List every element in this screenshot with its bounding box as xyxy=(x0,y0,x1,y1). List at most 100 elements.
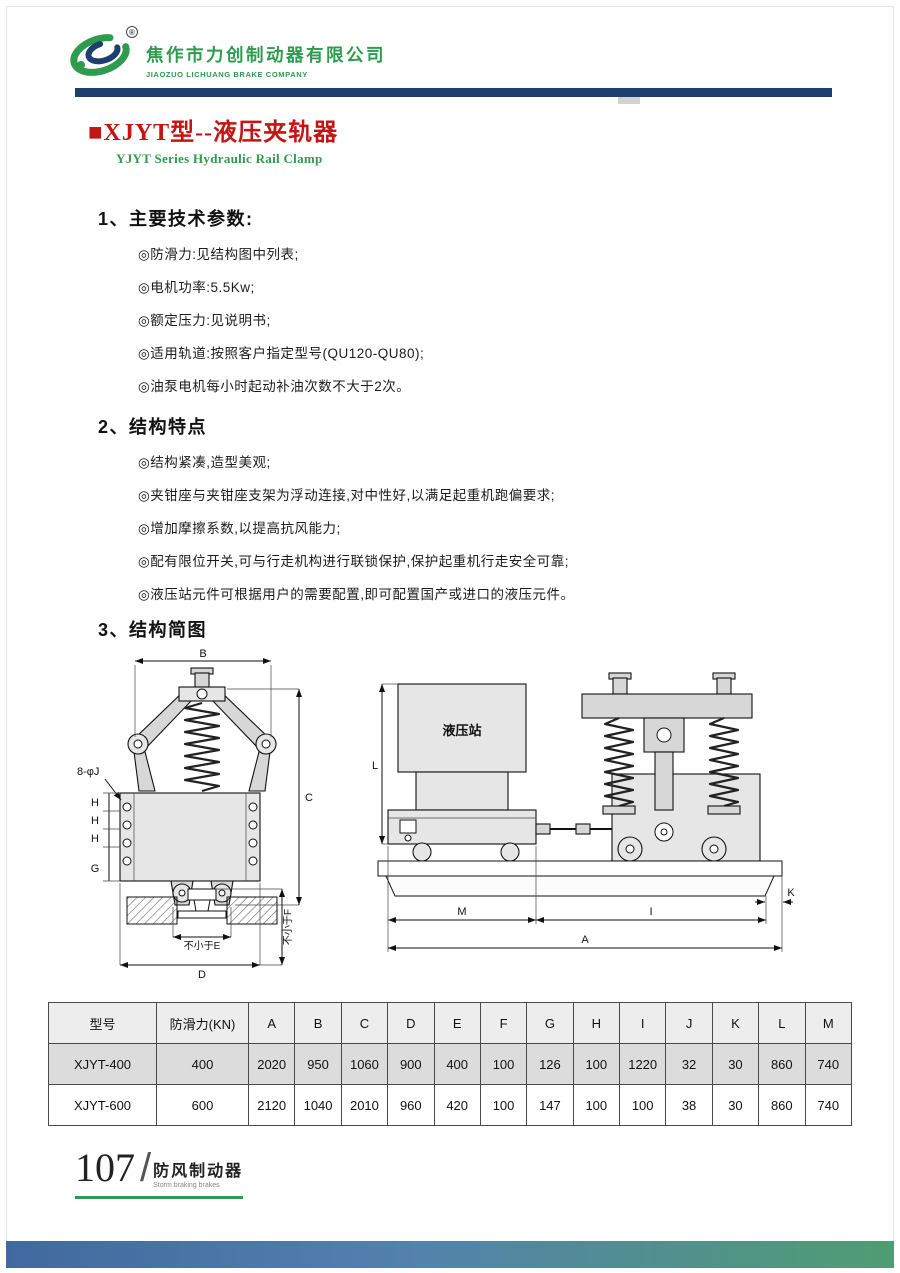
front-view-diagram: B C 8-φJ H H H G 不小于E D xyxy=(77,648,313,981)
dim-label-g: G xyxy=(91,863,100,875)
side-view-dimensions: L M I K A xyxy=(372,683,795,952)
table-cell: 32 xyxy=(665,1043,713,1085)
table-header-cell: I xyxy=(618,1002,667,1044)
company-name-en: JIAOZUO LICHUANG BRAKE COMPANY xyxy=(146,70,308,79)
hydraulic-station: 液压站 xyxy=(387,683,537,862)
feature-list: ◎结构紧凑,造型美观; ◎夹钳座与夹钳座支架为浮动连接,对中性好,以满足起重机跑… xyxy=(138,446,575,611)
footer-label-en: Storm braking brakes xyxy=(153,1182,220,1189)
table-cell: 420 xyxy=(433,1084,481,1126)
feature-item: ◎配有限位开关,可与行走机构进行联锁保护,保护起重机行走安全可靠; xyxy=(138,554,570,569)
table-cell: 860 xyxy=(758,1084,806,1126)
dim-label-h: H xyxy=(91,815,99,827)
table-cell: 100 xyxy=(572,1084,621,1126)
table-cell: 600 xyxy=(156,1084,249,1126)
dim-label-m: M xyxy=(457,906,466,918)
page-title-en: YJYT Series Hydraulic Rail Clamp xyxy=(116,151,323,166)
header-bar-notch xyxy=(618,97,640,104)
table-header-cell: M xyxy=(804,1002,852,1044)
table-header-cell: C xyxy=(340,1002,389,1044)
spec-item: ◎额定压力:见说明书; xyxy=(138,313,271,328)
feature-item: ◎增加摩擦系数,以提高抗风能力; xyxy=(138,521,341,536)
table-cell: 100 xyxy=(479,1084,528,1126)
rail-side-view xyxy=(377,860,783,897)
section-heading: 3、结构简图 xyxy=(98,620,208,640)
spec-item: ◎电机功率:5.5Kw; xyxy=(138,280,255,295)
header-divider-bar xyxy=(75,88,832,97)
clamp-side-assembly xyxy=(581,672,761,862)
table-cell: 860 xyxy=(758,1043,806,1085)
bottom-color-bar xyxy=(6,1241,894,1268)
logo-swirl xyxy=(70,34,130,76)
table-cell: 1060 xyxy=(340,1043,389,1085)
section-structure-diagram: 3、结构简图 xyxy=(98,616,207,642)
table-header-cell: G xyxy=(526,1002,574,1044)
table-header-cell: J xyxy=(665,1002,713,1044)
table-row: XJYT-600 600 2120 1040 2010 960 420 100 … xyxy=(48,1084,852,1126)
dim-label-holes: 8-φJ xyxy=(77,766,99,778)
table-cell: 38 xyxy=(665,1084,713,1126)
feature-item: ◎夹钳座与夹钳座支架为浮动连接,对中性好,以满足起重机跑偏要求; xyxy=(138,488,556,503)
dim-label-c: C xyxy=(305,792,313,804)
table-cell: 126 xyxy=(526,1043,574,1085)
section-structure-features: 2、结构特点 ◎结构紧凑,造型美观; ◎夹钳座与夹钳座支架为浮动连接,对中性好,… xyxy=(98,413,575,611)
table-cell: 740 xyxy=(804,1084,852,1126)
table-cell: 2120 xyxy=(247,1084,296,1126)
table-cell: 950 xyxy=(294,1043,342,1085)
table-cell: 400 xyxy=(156,1043,249,1085)
clamp-front-body xyxy=(119,792,261,906)
table-cell: 1040 xyxy=(294,1084,342,1126)
section-heading: 2、结构特点 xyxy=(98,417,208,437)
dim-label-l: L xyxy=(372,760,378,772)
table-header-cell: E xyxy=(433,1002,481,1044)
table-cell: 960 xyxy=(387,1084,435,1126)
dim-label-b: B xyxy=(199,648,206,660)
table-row: XJYT-400 400 2020 950 1060 900 400 100 1… xyxy=(48,1043,852,1085)
side-view-diagram: 液压站 xyxy=(372,672,795,952)
table-cell: 100 xyxy=(479,1043,528,1085)
table-cell: 147 xyxy=(526,1084,574,1126)
dimensions-table: 型号 防滑力(KN) A B C D E F G H I J K L M XJY… xyxy=(48,1002,852,1126)
dim-label-min-f: 不小于F xyxy=(282,909,294,945)
table-header-row: 型号 防滑力(KN) A B C D E F G H I J K L M xyxy=(48,1002,852,1044)
table-header-cell: 防滑力(KN) xyxy=(156,1002,249,1044)
company-name-cn: 焦作市力创制动器有限公司 xyxy=(146,45,386,65)
dim-label-d: D xyxy=(198,969,206,981)
table-cell: 740 xyxy=(804,1043,852,1085)
page-footer: 107 / 防风制动器 Storm braking brakes xyxy=(75,1145,243,1190)
table-cell: XJYT-400 xyxy=(48,1043,157,1085)
footer-labels: 防风制动器 Storm braking brakes xyxy=(153,1157,243,1189)
dim-label-h: H xyxy=(91,797,99,809)
table-cell: 1220 xyxy=(618,1043,667,1085)
dim-label-min-e: 不小于E xyxy=(184,940,221,952)
front-view-dimensions: B C 8-φJ H H H G 不小于E D xyxy=(77,648,313,981)
table-header-cell: A xyxy=(247,1002,296,1044)
spec-item: ◎防滑力:见结构图中列表; xyxy=(138,247,299,262)
hydraulic-station-label: 液压站 xyxy=(442,723,481,738)
hydraulic-hose xyxy=(535,823,613,835)
company-name-block: 焦作市力创制动器有限公司 JIAOZUO LICHUANG BRAKE COMP… xyxy=(146,42,386,79)
footer-underline xyxy=(75,1196,243,1199)
table-cell: 100 xyxy=(618,1084,667,1126)
page-number: 107 xyxy=(75,1145,135,1190)
spec-list: ◎防滑力:见结构图中列表; ◎电机功率:5.5Kw; ◎额定压力:见说明书; ◎… xyxy=(138,238,424,403)
feature-item: ◎液压站元件可根据用户的需要配置,即可配置国产或进口的液压元件。 xyxy=(138,587,575,602)
section-tech-params: 1、主要技术参数: ◎防滑力:见结构图中列表; ◎电机功率:5.5Kw; ◎额定… xyxy=(98,205,424,403)
feature-item: ◎结构紧凑,造型美观; xyxy=(138,455,271,470)
rail-cross-section xyxy=(126,888,278,925)
table-cell: 900 xyxy=(387,1043,435,1085)
title-block: ■XJYT型--液压夹轨器 YJYT Series Hydraulic Rail… xyxy=(88,112,338,167)
footer-divider: / xyxy=(140,1146,152,1190)
spec-item: ◎适用轨道:按照客户指定型号(QU120-QU80); xyxy=(138,346,425,361)
table-cell: 2010 xyxy=(340,1084,389,1126)
table-header-cell: H xyxy=(572,1002,621,1044)
clamp-front-linkage xyxy=(127,667,277,793)
table-cell: 100 xyxy=(572,1043,621,1085)
table-header-cell: L xyxy=(758,1002,806,1044)
registered-mark: ® xyxy=(129,28,135,37)
company-logo-icon: ® xyxy=(70,26,138,76)
table-cell: 30 xyxy=(711,1084,760,1126)
dim-label-h: H xyxy=(91,833,99,845)
table-cell: XJYT-600 xyxy=(48,1084,157,1126)
table-header-cell: F xyxy=(479,1002,528,1044)
